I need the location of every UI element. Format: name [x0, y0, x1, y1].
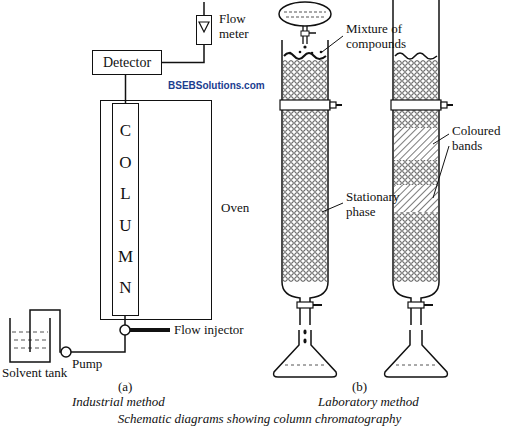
- node-text: Flow meter: [219, 12, 271, 42]
- column-box: COLUMN: [112, 103, 139, 316]
- part-label: Coloured bands: [452, 124, 516, 154]
- pipe-connector: [162, 45, 204, 63]
- part-label: Stationary phase: [346, 190, 426, 220]
- detector-box: Detector: [92, 50, 162, 75]
- pipe-connector: [125, 75, 127, 103]
- part-label: Flow injector: [174, 323, 264, 338]
- figure-label: Industrial method: [72, 395, 202, 410]
- figure-label: Laboratory method: [318, 395, 458, 410]
- oven-box: OvenCOLUMN: [100, 100, 212, 320]
- figure-tag: (a): [118, 380, 148, 395]
- flow-meter: Flow meter: [196, 15, 212, 45]
- part-label: Solvent tank: [2, 366, 82, 381]
- watermark: BSEBSolutions.com: [168, 80, 278, 92]
- node-text: COLUMN: [117, 115, 134, 304]
- figure-tag: (b): [352, 380, 382, 395]
- part-label: Pump: [72, 357, 112, 372]
- figure-caption: Schematic diagrams showing column chroma…: [0, 412, 519, 427]
- node-text: Detector: [98, 55, 156, 71]
- part-label: Mixture of compounds: [346, 22, 434, 52]
- node-text: Oven: [221, 201, 249, 216]
